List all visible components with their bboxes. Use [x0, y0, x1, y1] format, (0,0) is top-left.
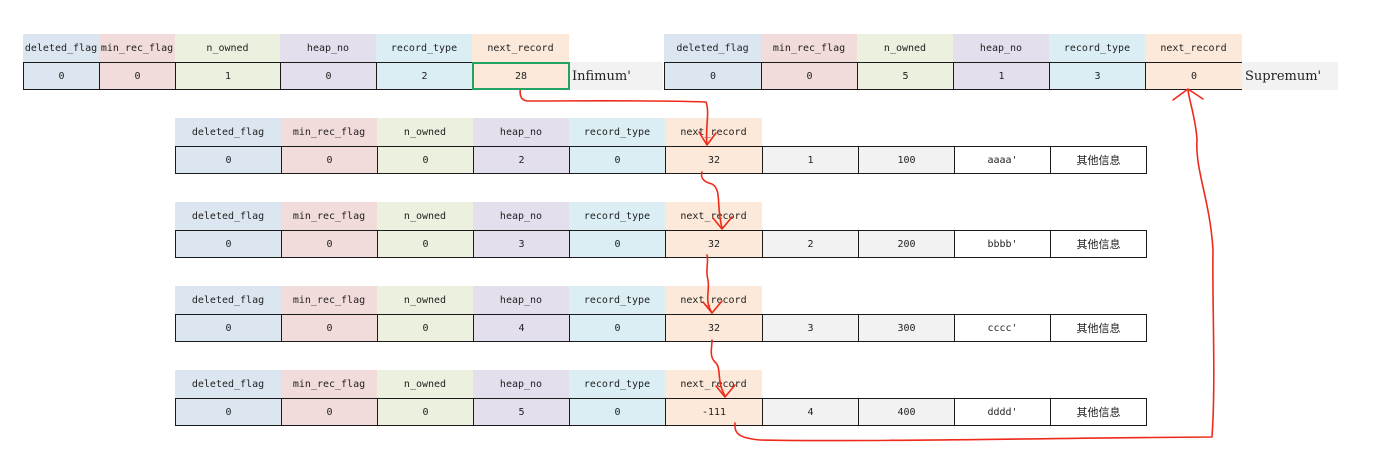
infimum-n-owned-value: 1 — [175, 62, 281, 90]
infimum-header-n-owned: n_owned — [175, 34, 280, 62]
supremum-header-deleted-flag: deleted_flag — [664, 34, 761, 62]
infimum-heap-no-value: 0 — [280, 62, 377, 90]
record-3-header-heap-no: heap_no — [473, 286, 569, 314]
record-4-header-n-owned: n_owned — [377, 370, 473, 398]
record-2-record-type-value: 0 — [569, 230, 666, 258]
infimum-header-deleted-flag: deleted_flag — [23, 34, 99, 62]
record-4-next-record-value: -111 — [665, 398, 763, 426]
record-1-record-type-value: 0 — [569, 146, 666, 174]
record-1-number-value: 100 — [858, 146, 955, 174]
record-4-header-next-record: next_record — [665, 370, 762, 398]
supremum-record-type-value: 3 — [1049, 62, 1146, 90]
record-1-min-rec-flag-value: 0 — [281, 146, 378, 174]
infimum-header-heap-no: heap_no — [280, 34, 376, 62]
record-3-next-record-value: 32 — [665, 314, 763, 342]
record-1-header-record-type: record_type — [569, 118, 665, 146]
record-1-header-min-rec-flag: min_rec_flag — [281, 118, 377, 146]
supremum-header-heap-no: heap_no — [953, 34, 1049, 62]
record-1-heap-no-value: 2 — [473, 146, 570, 174]
record-2-header-deleted-flag: deleted_flag — [175, 202, 281, 230]
record-4-header-min-rec-flag: min_rec_flag — [281, 370, 377, 398]
record-3-record-type-value: 0 — [569, 314, 666, 342]
record-1-header-heap-no: heap_no — [473, 118, 569, 146]
supremum-header-record-type: record_type — [1049, 34, 1145, 62]
record-3-other-info: 其他信息 — [1050, 314, 1147, 342]
record-2-header-n-owned: n_owned — [377, 202, 473, 230]
infimum-record-type-value: 2 — [376, 62, 473, 90]
supremum-deleted-flag-value: 0 — [664, 62, 762, 90]
supremum-label: Supremum' — [1242, 62, 1338, 90]
record-1-header-n-owned: n_owned — [377, 118, 473, 146]
record-1-header-deleted-flag: deleted_flag — [175, 118, 281, 146]
infimum-header-next-record: next_record — [472, 34, 569, 62]
infimum-min-rec-flag-value: 0 — [99, 62, 176, 90]
record-1-n-owned-value: 0 — [377, 146, 474, 174]
record-2-deleted-flag-value: 0 — [175, 230, 282, 258]
record-1-next-record-value: 32 — [665, 146, 763, 174]
record-3-id-value: 3 — [762, 314, 859, 342]
record-4-header-deleted-flag: deleted_flag — [175, 370, 281, 398]
record-1-other-info: 其他信息 — [1050, 146, 1147, 174]
record-2-header-min-rec-flag: min_rec_flag — [281, 202, 377, 230]
record-4-n-owned-value: 0 — [377, 398, 474, 426]
record-4-number-value: 400 — [858, 398, 955, 426]
record-2-next-record-value: 32 — [665, 230, 763, 258]
record-3-n-owned-value: 0 — [377, 314, 474, 342]
record-2-number-value: 200 — [858, 230, 955, 258]
arrow-head-5 — [1172, 88, 1204, 101]
record-4-record-type-value: 0 — [569, 398, 666, 426]
infimum-deleted-flag-value: 0 — [23, 62, 100, 90]
infimum-next-record-value: 28 — [472, 62, 570, 90]
record-2-min-rec-flag-value: 0 — [281, 230, 378, 258]
infimum-header-min-rec-flag: min_rec_flag — [99, 34, 175, 62]
record-3-number-value: 300 — [858, 314, 955, 342]
arrow-record-4-to-supremum — [734, 89, 1215, 442]
record-3-deleted-flag-value: 0 — [175, 314, 282, 342]
record-4-id-value: 4 — [762, 398, 859, 426]
supremum-header-next-record: next_record — [1145, 34, 1242, 62]
record-4-text-value: dddd' — [954, 398, 1051, 426]
record-1-header-next-record: next_record — [665, 118, 762, 146]
record-2-header-record-type: record_type — [569, 202, 665, 230]
record-3-header-deleted-flag: deleted_flag — [175, 286, 281, 314]
record-3-header-next-record: next_record — [665, 286, 762, 314]
record-3-header-n-owned: n_owned — [377, 286, 473, 314]
record-2-text-value: bbbb' — [954, 230, 1051, 258]
record-2-header-next-record: next_record — [665, 202, 762, 230]
supremum-min-rec-flag-value: 0 — [761, 62, 858, 90]
record-3-header-record-type: record_type — [569, 286, 665, 314]
record-4-other-info: 其他信息 — [1050, 398, 1147, 426]
record-3-heap-no-value: 4 — [473, 314, 570, 342]
record-4-header-record-type: record_type — [569, 370, 665, 398]
record-2-id-value: 2 — [762, 230, 859, 258]
record-1-text-value: aaaa' — [954, 146, 1051, 174]
infimum-header-record-type: record_type — [376, 34, 472, 62]
supremum-heap-no-value: 1 — [953, 62, 1050, 90]
record-4-header-heap-no: heap_no — [473, 370, 569, 398]
record-2-header-heap-no: heap_no — [473, 202, 569, 230]
record-2-n-owned-value: 0 — [377, 230, 474, 258]
infimum-label: Infimum' — [569, 62, 663, 90]
supremum-header-n-owned: n_owned — [857, 34, 953, 62]
supremum-n-owned-value: 5 — [857, 62, 954, 90]
record-3-min-rec-flag-value: 0 — [281, 314, 378, 342]
record-1-id-value: 1 — [762, 146, 859, 174]
supremum-next-record-value: 0 — [1145, 62, 1243, 90]
record-3-header-min-rec-flag: min_rec_flag — [281, 286, 377, 314]
record-2-other-info: 其他信息 — [1050, 230, 1147, 258]
record-3-text-value: cccc' — [954, 314, 1051, 342]
record-4-deleted-flag-value: 0 — [175, 398, 282, 426]
supremum-header-min-rec-flag: min_rec_flag — [761, 34, 857, 62]
record-2-heap-no-value: 3 — [473, 230, 570, 258]
record-4-min-rec-flag-value: 0 — [281, 398, 378, 426]
record-1-deleted-flag-value: 0 — [175, 146, 282, 174]
record-4-heap-no-value: 5 — [473, 398, 570, 426]
